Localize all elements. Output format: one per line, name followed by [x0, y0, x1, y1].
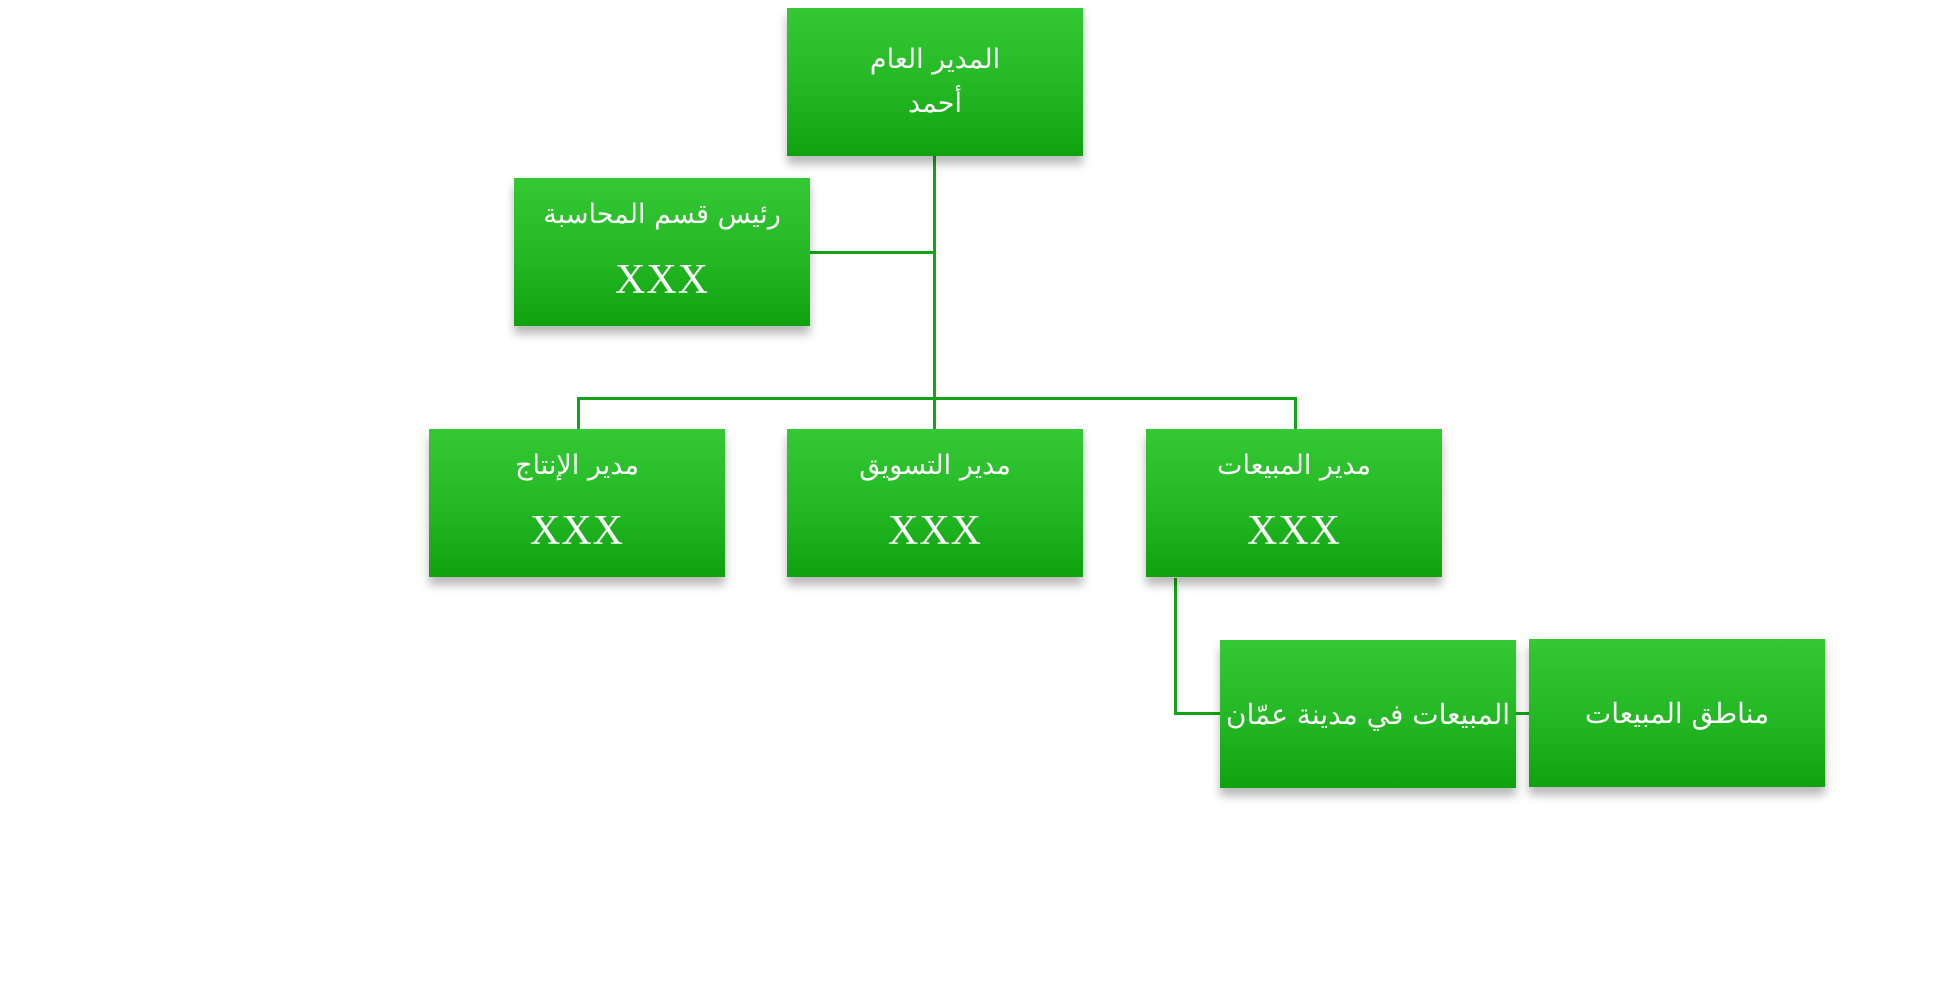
marketing-box: مدير التسويق XXX [787, 429, 1083, 577]
production-title: مدير الإنتاج [515, 449, 639, 481]
sales-box: مدير المبيعات XXX [1146, 429, 1442, 577]
production-box: مدير الإنتاج XXX [429, 429, 725, 577]
sales-regions-title: مناطق المبيعات [1584, 696, 1770, 730]
marketing-name: XXX [888, 507, 982, 554]
marketing-title: مدير التسويق [859, 449, 1011, 481]
connector-amman-regions [1516, 712, 1530, 715]
connector-gm-trunk [933, 155, 936, 399]
sales-regions-box: مناطق المبيعات [1529, 639, 1825, 787]
sales-name: XXX [1247, 507, 1341, 554]
gm-title: المدير العام [869, 44, 1001, 76]
connector-accounting [810, 251, 936, 254]
production-name: XXX [530, 507, 624, 554]
accounting-title: رئيس قسم المحاسبة [543, 198, 781, 230]
connector-drop-marketing [933, 397, 936, 431]
connector-drop-sales [1294, 397, 1297, 431]
accounting-name: XXX [615, 256, 709, 303]
sales-title: مدير المبيعات [1217, 449, 1371, 481]
accounting-box: رئيس قسم المحاسبة XXX [514, 178, 810, 326]
gm-box: المدير العام أحمد [787, 8, 1083, 156]
connector-sales-amman [1174, 712, 1222, 715]
gm-name: أحمد [908, 88, 962, 119]
connector-branch-bar [577, 397, 1297, 400]
connector-sales-down [1174, 578, 1177, 715]
sales-amman-box: المبيعات في مدينة عمّان [1220, 640, 1516, 788]
connector-drop-production [577, 397, 580, 431]
sales-amman-title: المبيعات في مدينة عمّان [1225, 697, 1511, 731]
